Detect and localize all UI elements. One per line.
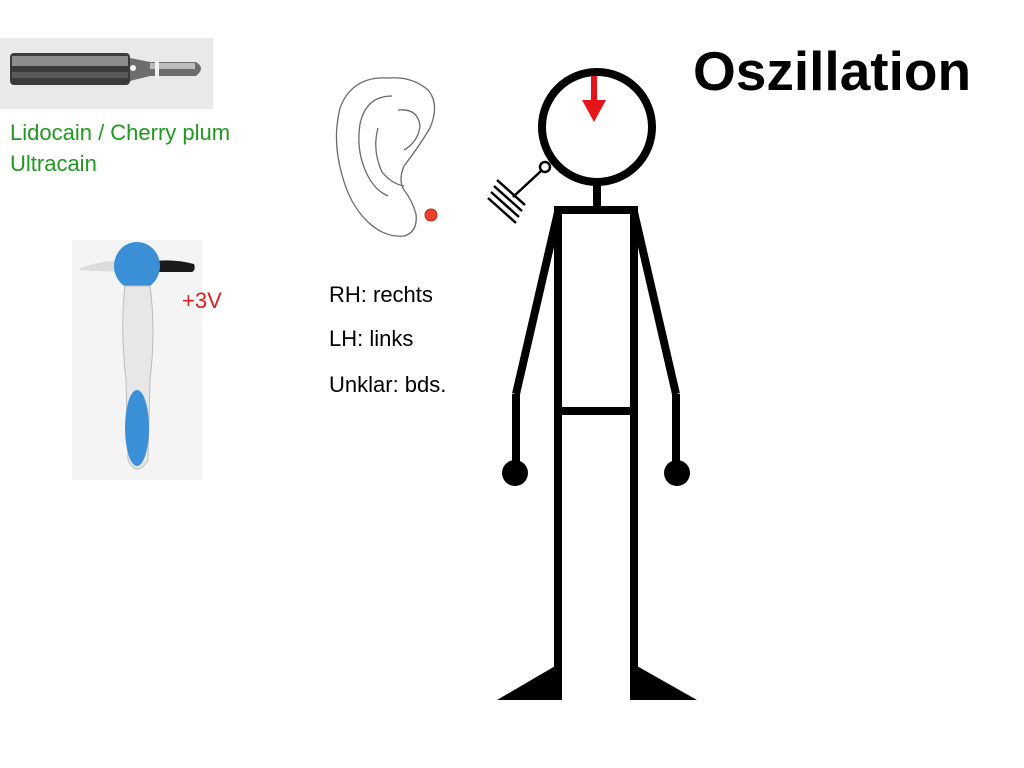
figure-right-arm-upper	[630, 211, 680, 395]
legend-item-rh: RH: rechts	[329, 282, 433, 307]
figure-left-hand	[502, 460, 528, 486]
test-device-image	[72, 240, 202, 480]
ampoule-label-line1: Lidocain / Cherry plum	[10, 120, 231, 145]
down-arrow-icon	[582, 76, 606, 122]
ear-sketch	[335, 77, 436, 237]
ampoule-photo	[0, 38, 213, 109]
figure-torso	[554, 206, 638, 415]
page-title: Oszillation	[693, 40, 972, 102]
figure-right-foot	[630, 662, 697, 700]
legend-item-unklar: Unklar: bds.	[329, 372, 447, 397]
figure-left-arm-upper	[512, 211, 562, 395]
stick-figure	[512, 68, 680, 670]
probe-icon	[487, 160, 552, 224]
device-voltage-label: +3V	[182, 288, 222, 313]
figure-right-hand	[664, 460, 690, 486]
figure-left-foot	[497, 662, 562, 700]
legend-item-lh: LH: links	[329, 326, 414, 351]
ear-point-marker	[424, 208, 438, 222]
ampoule-label-line2: Ultracain	[10, 151, 97, 176]
